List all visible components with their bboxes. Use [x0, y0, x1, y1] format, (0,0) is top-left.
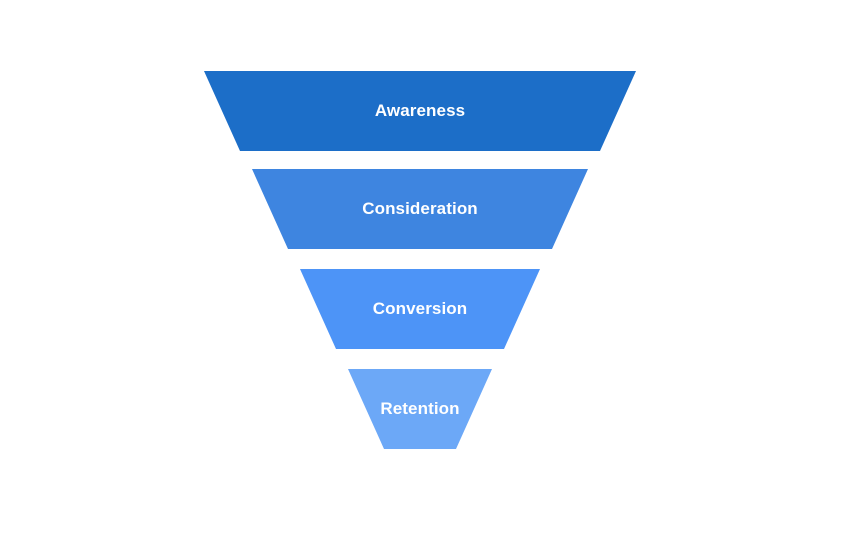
- funnel-stage-awareness: Awareness: [204, 71, 636, 151]
- funnel-stage-label: Conversion: [372, 299, 468, 318]
- funnel-stage-conversion: Conversion: [300, 269, 540, 349]
- funnel-stage-label: Retention: [380, 399, 460, 418]
- funnel-stage-label: Consideration: [362, 199, 478, 218]
- funnel-stage-consideration: Consideration: [252, 169, 588, 249]
- funnel-stage-label: Awareness: [374, 101, 466, 120]
- funnel-stage-retention: Retention: [348, 369, 492, 449]
